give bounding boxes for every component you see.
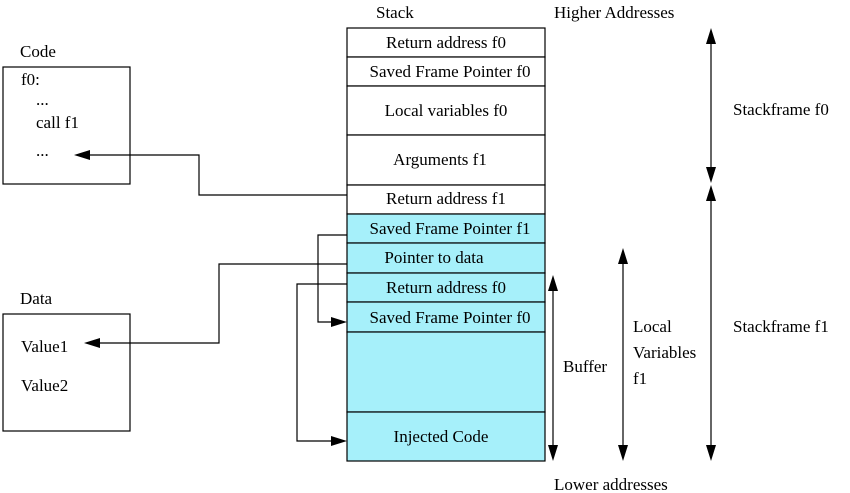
arrowhead-left-icon: [74, 150, 90, 160]
arrowhead-down-icon: [548, 445, 558, 461]
stack-cell-label: Return address f1: [386, 189, 506, 208]
arrowhead-up-icon: [706, 28, 716, 44]
pointer-to-data-connector: [98, 263, 347, 344]
local-vars-label: Local: [633, 317, 672, 336]
higher-addresses-label: Higher Addresses: [554, 3, 674, 22]
arrowhead-right-icon: [331, 317, 347, 327]
stack-cell-label: Return address f0: [386, 278, 506, 297]
arrowhead-down-icon: [706, 167, 716, 183]
arrowhead-left-icon: [84, 338, 100, 348]
stack-cell-label: Arguments f1: [393, 150, 487, 169]
stack-title: Stack: [376, 3, 414, 22]
stack-cells: Return address f0 Saved Frame Pointer f0…: [346, 27, 546, 462]
stack-cell-label: Injected Code: [394, 427, 489, 446]
code-line: call f1: [36, 113, 79, 132]
local-vars-label: Variables: [633, 343, 696, 362]
stack-cell: [346, 184, 546, 215]
data-value: Value2: [21, 376, 68, 395]
stack-cell-label: Local variables f0: [385, 101, 508, 120]
stack-cell-label: Return address f0: [386, 33, 506, 52]
arrowhead-up-icon: [706, 185, 716, 201]
local-vars-label: f1: [633, 369, 647, 388]
code-title: Code: [20, 42, 56, 61]
stack-cell-highlighted: [346, 411, 546, 462]
code-line: ...: [36, 141, 49, 160]
stack-cell: [346, 27, 546, 58]
stack-cell-label: Saved Frame Pointer f0: [370, 62, 531, 81]
code-line: ...: [36, 90, 49, 109]
code-box: [2, 66, 131, 185]
stack-cell-highlighted: [346, 242, 546, 274]
arrowhead-down-icon: [706, 445, 716, 461]
arrowhead-right-icon: [331, 436, 347, 446]
data-title: Data: [20, 289, 53, 308]
return-address-f1-connector: [88, 154, 347, 196]
arrowhead-up-icon: [618, 248, 628, 264]
arrowhead-up-icon: [548, 275, 558, 291]
stack-cell-label: Saved Frame Pointer f0: [370, 308, 531, 327]
saved-frame-pointer-connector: [317, 234, 347, 323]
code-line: f0:: [21, 70, 40, 89]
stack-cell-label: Saved Frame Pointer f1: [370, 219, 531, 238]
return-address-f0-connector: [296, 283, 347, 442]
data-box: [2, 313, 131, 432]
arrowhead-down-icon: [618, 445, 628, 461]
stack-cell-buffer: [346, 331, 546, 413]
stack-cell-label: Pointer to data: [384, 248, 484, 267]
stack-cell: [346, 85, 546, 136]
stackframe-f1-label: Stackframe f1: [733, 317, 829, 336]
lower-addresses-label: Lower addresses: [554, 475, 668, 493]
stackframe-f0-label: Stackframe f0: [733, 100, 829, 119]
buffer-label: Buffer: [563, 357, 607, 376]
stack-cell-highlighted: [346, 301, 546, 333]
data-value: Value1: [21, 337, 68, 356]
